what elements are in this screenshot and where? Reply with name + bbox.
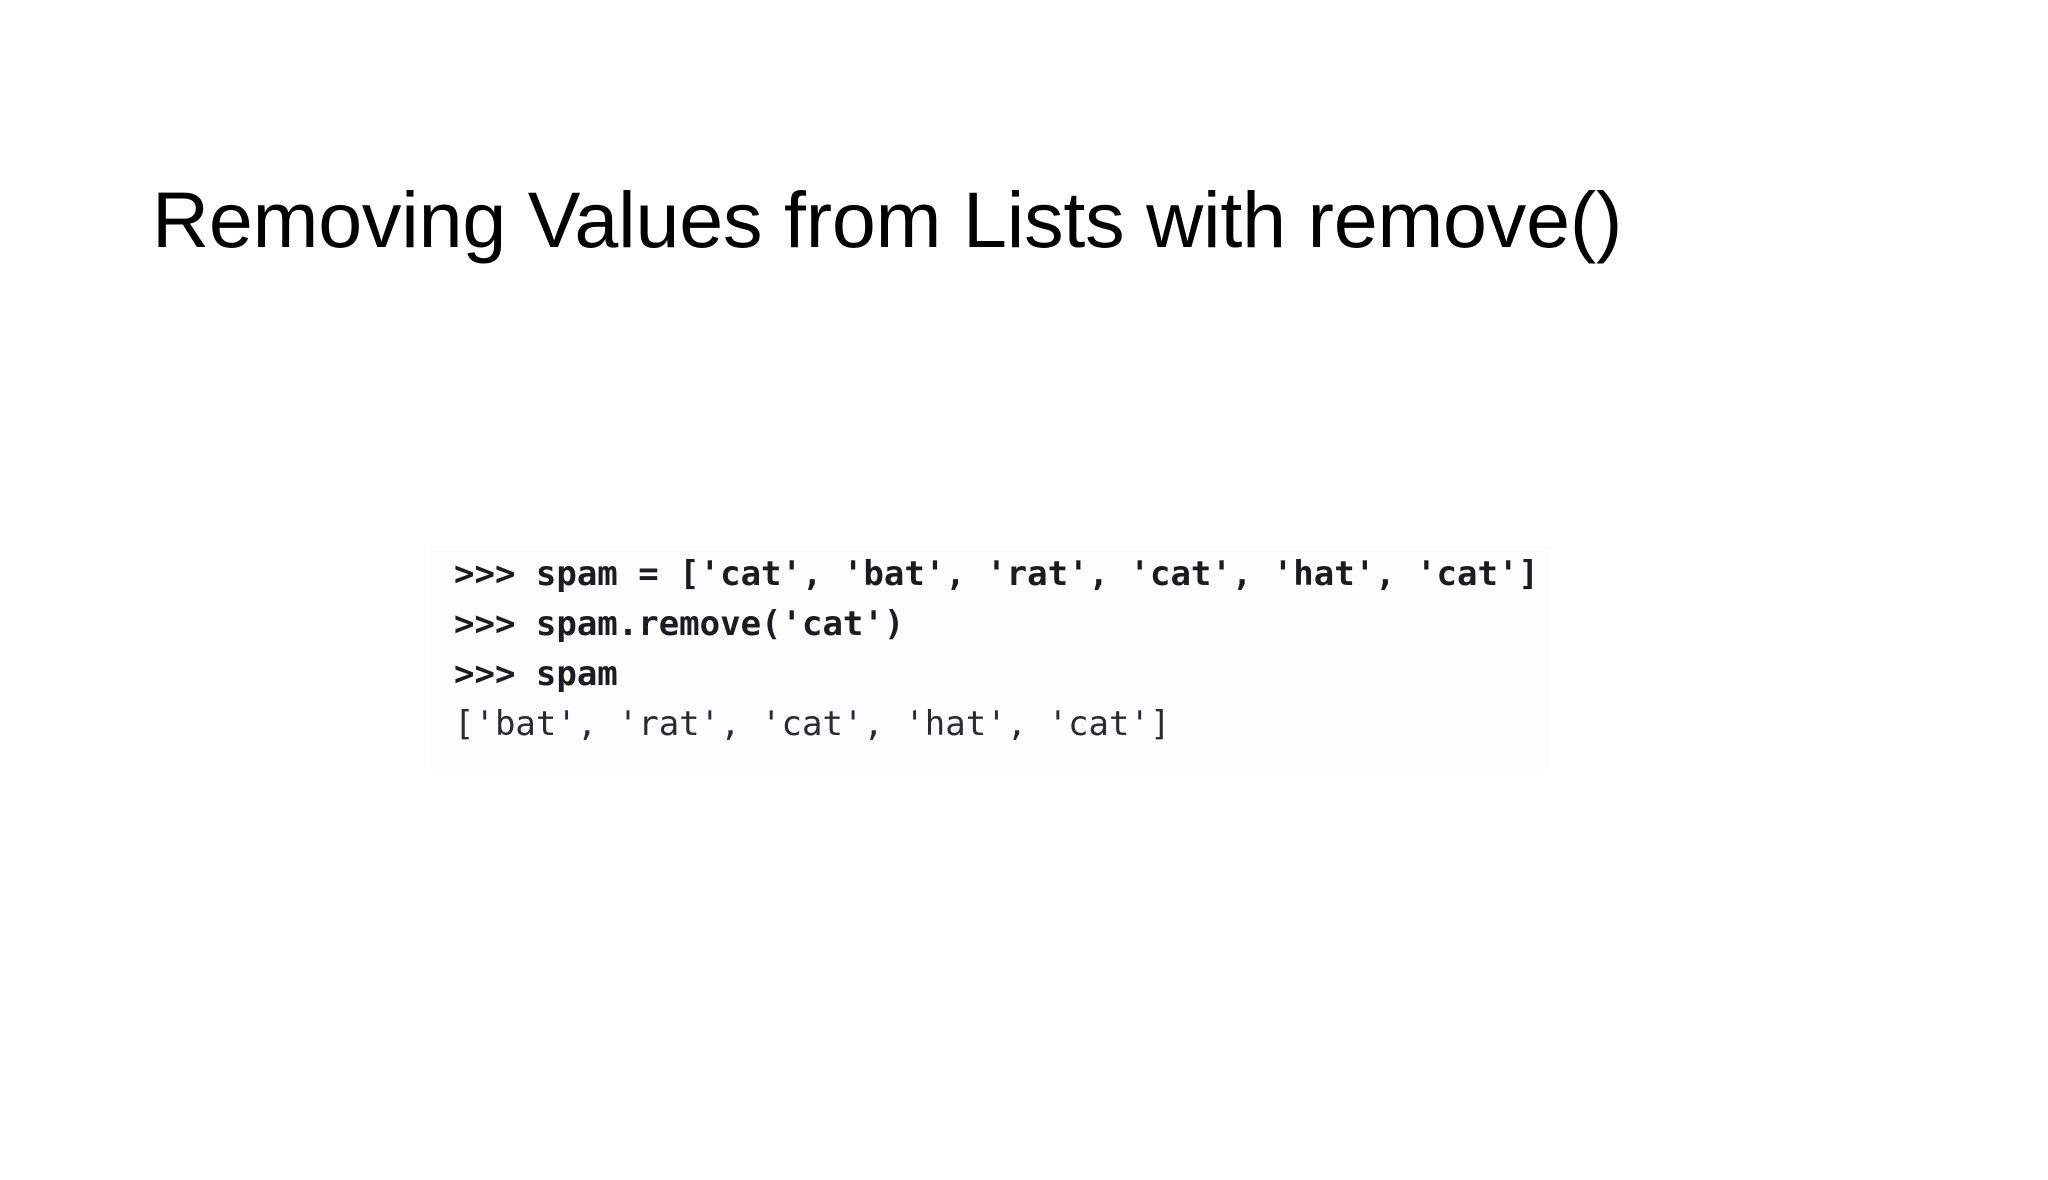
page-title: Removing Values from Lists with remove() xyxy=(152,175,1623,265)
code-line: >>> spam.remove('cat') xyxy=(454,604,905,644)
code-line: >>> spam xyxy=(454,654,618,694)
slide: Removing Values from Lists with remove()… xyxy=(152,175,1623,773)
code-figure: >>> spam = ['cat', 'bat', 'rat', 'cat', … xyxy=(430,545,1550,773)
code-line: >>> spam = ['cat', 'bat', 'rat', 'cat', … xyxy=(454,554,1539,594)
code-block: >>> spam = ['cat', 'bat', 'rat', 'cat', … xyxy=(454,549,1539,749)
code-line: ['bat', 'rat', 'cat', 'hat', 'cat'] xyxy=(454,704,1171,744)
